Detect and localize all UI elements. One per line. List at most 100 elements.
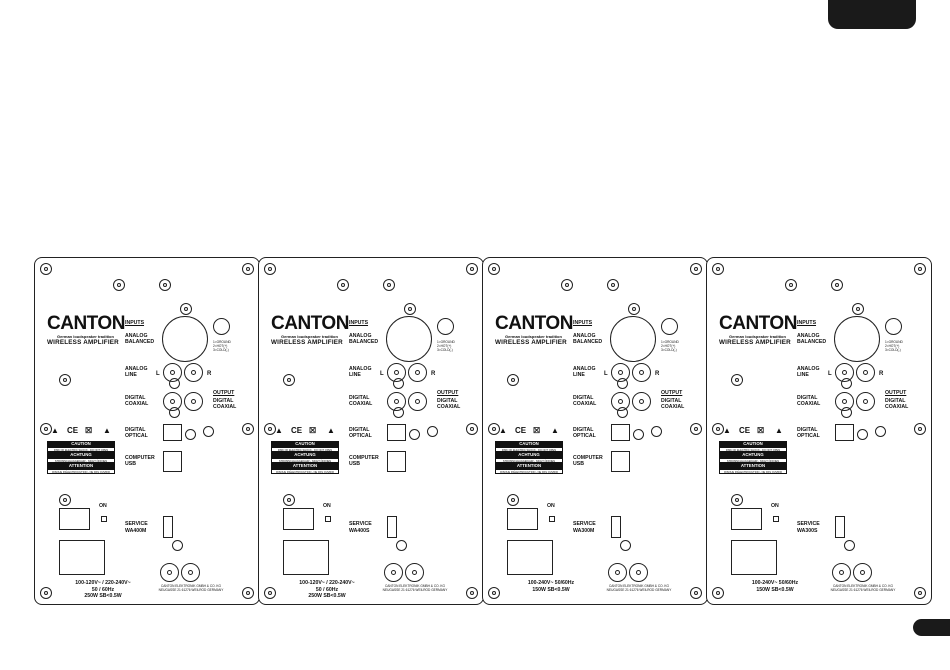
power-wattage: 150W SB<0.5W: [756, 586, 794, 593]
caution-heading: CAUTION: [495, 441, 563, 447]
achtung-heading: ACHTUNG: [719, 452, 787, 458]
xlr-balanced-input: [610, 316, 656, 362]
line-left-label: L: [604, 371, 608, 377]
manufacturer-address: NEUGASSE 21 61276 WEILROD GERMANY: [382, 588, 448, 593]
model-label: WA400S: [349, 528, 370, 534]
coaxial-output-jack: [408, 392, 427, 411]
foot-screw-icon: [608, 563, 627, 582]
screw-icon: [617, 378, 628, 389]
amplifier-title: WIRELESS AMPLIFIER: [495, 339, 567, 346]
computer-usb-label: COMPUTER USB: [349, 455, 379, 467]
screw-icon: [690, 423, 702, 435]
screw-icon: [844, 540, 855, 551]
output-heading: OUTPUT: [437, 390, 459, 396]
foot-screw-icon: [832, 563, 851, 582]
model-label: WA400M: [125, 528, 147, 534]
screw-icon: [40, 587, 52, 599]
on-indicator: [325, 516, 331, 522]
screw-icon: [59, 494, 71, 506]
xlr-pinout-icon: [661, 318, 678, 335]
screw-icon: [690, 263, 702, 275]
on-indicator: [773, 516, 779, 522]
model-label: WA300M: [573, 528, 595, 534]
digital-coaxial-label: DIGITAL COAXIAL: [349, 395, 373, 407]
safety-warning-block: CAUTION RISK OF ELECTRIC SHOCK - DO NOT …: [271, 441, 339, 479]
analog-line-label: ANALOG LINE: [573, 366, 596, 378]
weee-bin-icon: ☒: [533, 426, 541, 435]
service-label: SERVICE: [349, 521, 372, 527]
page-number-tab: [913, 619, 950, 636]
caution-heading: CAUTION: [47, 441, 115, 447]
line-left-label: L: [828, 371, 832, 377]
brand-logo: CANTON: [719, 313, 797, 334]
screw-icon: [242, 263, 254, 275]
manufacturer-info: CANTON ELEKTRONIK GMBH & CO. KG NEUGASSE…: [591, 584, 687, 593]
screw-icon: [607, 279, 619, 291]
weee-bin-icon: ☒: [85, 426, 93, 435]
line-right-label: R: [207, 371, 212, 377]
screw-icon: [169, 407, 180, 418]
output-heading: OUTPUT: [885, 390, 907, 396]
manufacturer-info: CANTON ELEKTRONIK GMBH & CO. KG NEUGASSE…: [367, 584, 463, 593]
screw-icon: [113, 279, 125, 291]
analog-line-label: ANALOG LINE: [349, 366, 372, 378]
screw-icon: [712, 263, 724, 275]
achtung-text: STROMSCHLAGGEFAHR - NICHT ÖFFNEN: [495, 458, 563, 463]
safety-warning-block: CAUTION RISK OF ELECTRIC SHOCK - DO NOT …: [719, 441, 787, 479]
service-port: [835, 516, 845, 538]
screw-icon: [712, 423, 724, 435]
screw-icon: [561, 279, 573, 291]
screw-icon: [383, 279, 395, 291]
warning-triangle-icon: ▲: [499, 426, 507, 435]
computer-usb-label: COMPUTER USB: [125, 455, 155, 467]
caution-heading: CAUTION: [719, 441, 787, 447]
xlr-pinout-icon: [437, 318, 454, 335]
attention-heading: ATTENTION: [47, 463, 115, 469]
screw-icon: [393, 378, 404, 389]
screw-icon: [283, 374, 295, 386]
digital-coaxial-label: DIGITAL COAXIAL: [573, 395, 597, 407]
rear-panel-wa400m: CANTON German loudspeaker tradition WIRE…: [34, 257, 260, 605]
caution-text: RISK OF ELECTRIC SHOCK - DO NOT OPEN: [495, 447, 563, 452]
xlr-pin-legend: 1=GROUND 2=HOT(+) 3=COLD(-): [885, 340, 903, 353]
power-inlet: [59, 540, 105, 575]
screw-icon: [264, 587, 276, 599]
optical-input-port: [387, 424, 406, 441]
screw-icon: [488, 587, 500, 599]
power-switch: [731, 508, 762, 530]
power-wattage: 250W SB<0.5W: [84, 593, 122, 599]
analog-balanced-label: ANALOG BALANCED: [125, 333, 155, 345]
screw-icon: [203, 426, 214, 437]
attention-heading: ATTENTION: [495, 463, 563, 469]
service-port: [163, 516, 173, 538]
screw-icon: [852, 303, 864, 315]
power-inlet: [507, 540, 553, 575]
screw-icon: [242, 423, 254, 435]
brand-tagline: German loudspeaker tradition: [729, 334, 786, 339]
foot-screw-icon: [853, 563, 872, 582]
output-heading: OUTPUT: [661, 390, 683, 396]
rear-panel-wa400s: CANTON German loudspeaker tradition WIRE…: [258, 257, 484, 605]
foot-screw-icon: [181, 563, 200, 582]
warning-triangle-icon: ▲: [551, 426, 559, 435]
foot-screw-icon: [629, 563, 648, 582]
xlr-pin-legend: 1=GROUND 2=HOT(+) 3=COLD(-): [661, 340, 679, 353]
xlr-balanced-input: [386, 316, 432, 362]
caution-text: RISK OF ELECTRIC SHOCK - DO NOT OPEN: [271, 447, 339, 452]
caution-text: RISK OF ELECTRIC SHOCK - DO NOT OPEN: [719, 447, 787, 452]
warning-triangle-icon: ▲: [103, 426, 111, 435]
power-inlet: [283, 540, 329, 575]
caution-text: RISK OF ELECTRIC SHOCK - DO NOT OPEN: [47, 447, 115, 452]
screw-icon: [690, 587, 702, 599]
manufacturer-info: CANTON ELEKTRONIK GMBH & CO. KG NEUGASSE…: [815, 584, 911, 593]
brand-logo: CANTON: [495, 313, 573, 334]
rear-panel-wa300m: CANTON German loudspeaker tradition WIRE…: [482, 257, 708, 605]
screw-icon: [40, 263, 52, 275]
line-right-label: R: [879, 371, 884, 377]
manufacturer-name: CANTON ELEKTRONIK GMBH & CO. KG: [161, 584, 221, 588]
weee-bin-icon: ☒: [309, 426, 317, 435]
output-digital-coaxial-label: DIGITAL COAXIAL: [437, 398, 461, 410]
model-label: WA300S: [797, 528, 818, 534]
screw-icon: [180, 303, 192, 315]
screw-icon: [409, 429, 420, 440]
